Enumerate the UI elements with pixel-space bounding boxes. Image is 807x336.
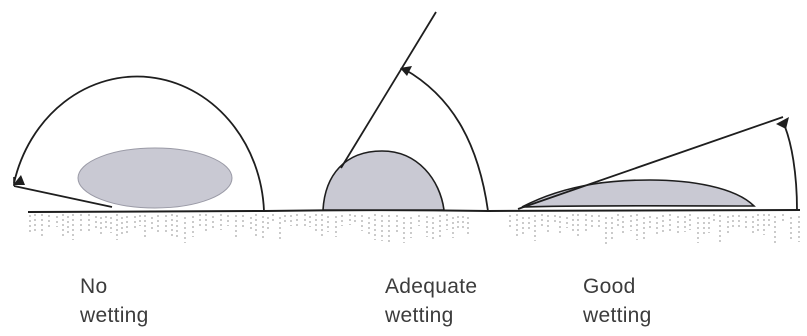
good-wetting-contact-angle-arc (782, 121, 798, 211)
good-wetting-caption: Good wetting (583, 272, 652, 330)
adequate-wetting-contact-angle-arc (403, 68, 489, 212)
good-wetting-example (517, 116, 798, 211)
good-wetting-caption-line1: Good (583, 275, 636, 298)
adequate-wetting-example (322, 11, 489, 212)
adequate-wetting-arrowhead (400, 66, 412, 76)
no-wetting-tangent-line (13, 185, 113, 208)
no-wetting-caption: No wetting (80, 272, 149, 330)
good-wetting-arrowhead (776, 117, 789, 129)
no-wetting-caption-line1: No (80, 275, 108, 298)
adequate-wetting-tangent-line (340, 11, 437, 169)
adequate-wetting-caption-line1: Adequate (385, 275, 478, 298)
good-wetting-droplet (521, 179, 756, 208)
substrate-texture (29, 214, 800, 244)
no-wetting-caption-line2: wetting (80, 304, 149, 327)
no-wetting-droplet (77, 147, 233, 209)
no-wetting-arrowhead (13, 175, 25, 185)
good-wetting-caption-line2: wetting (583, 304, 652, 327)
good-wetting-tangent-line (517, 116, 784, 210)
adequate-wetting-caption: Adequate wetting (385, 272, 477, 330)
adequate-wetting-caption-line2: wetting (385, 304, 454, 327)
no-wetting-contact-angle-arc (13, 75, 265, 212)
no-wetting-example (13, 75, 265, 212)
adequate-wetting-droplet (322, 150, 445, 211)
